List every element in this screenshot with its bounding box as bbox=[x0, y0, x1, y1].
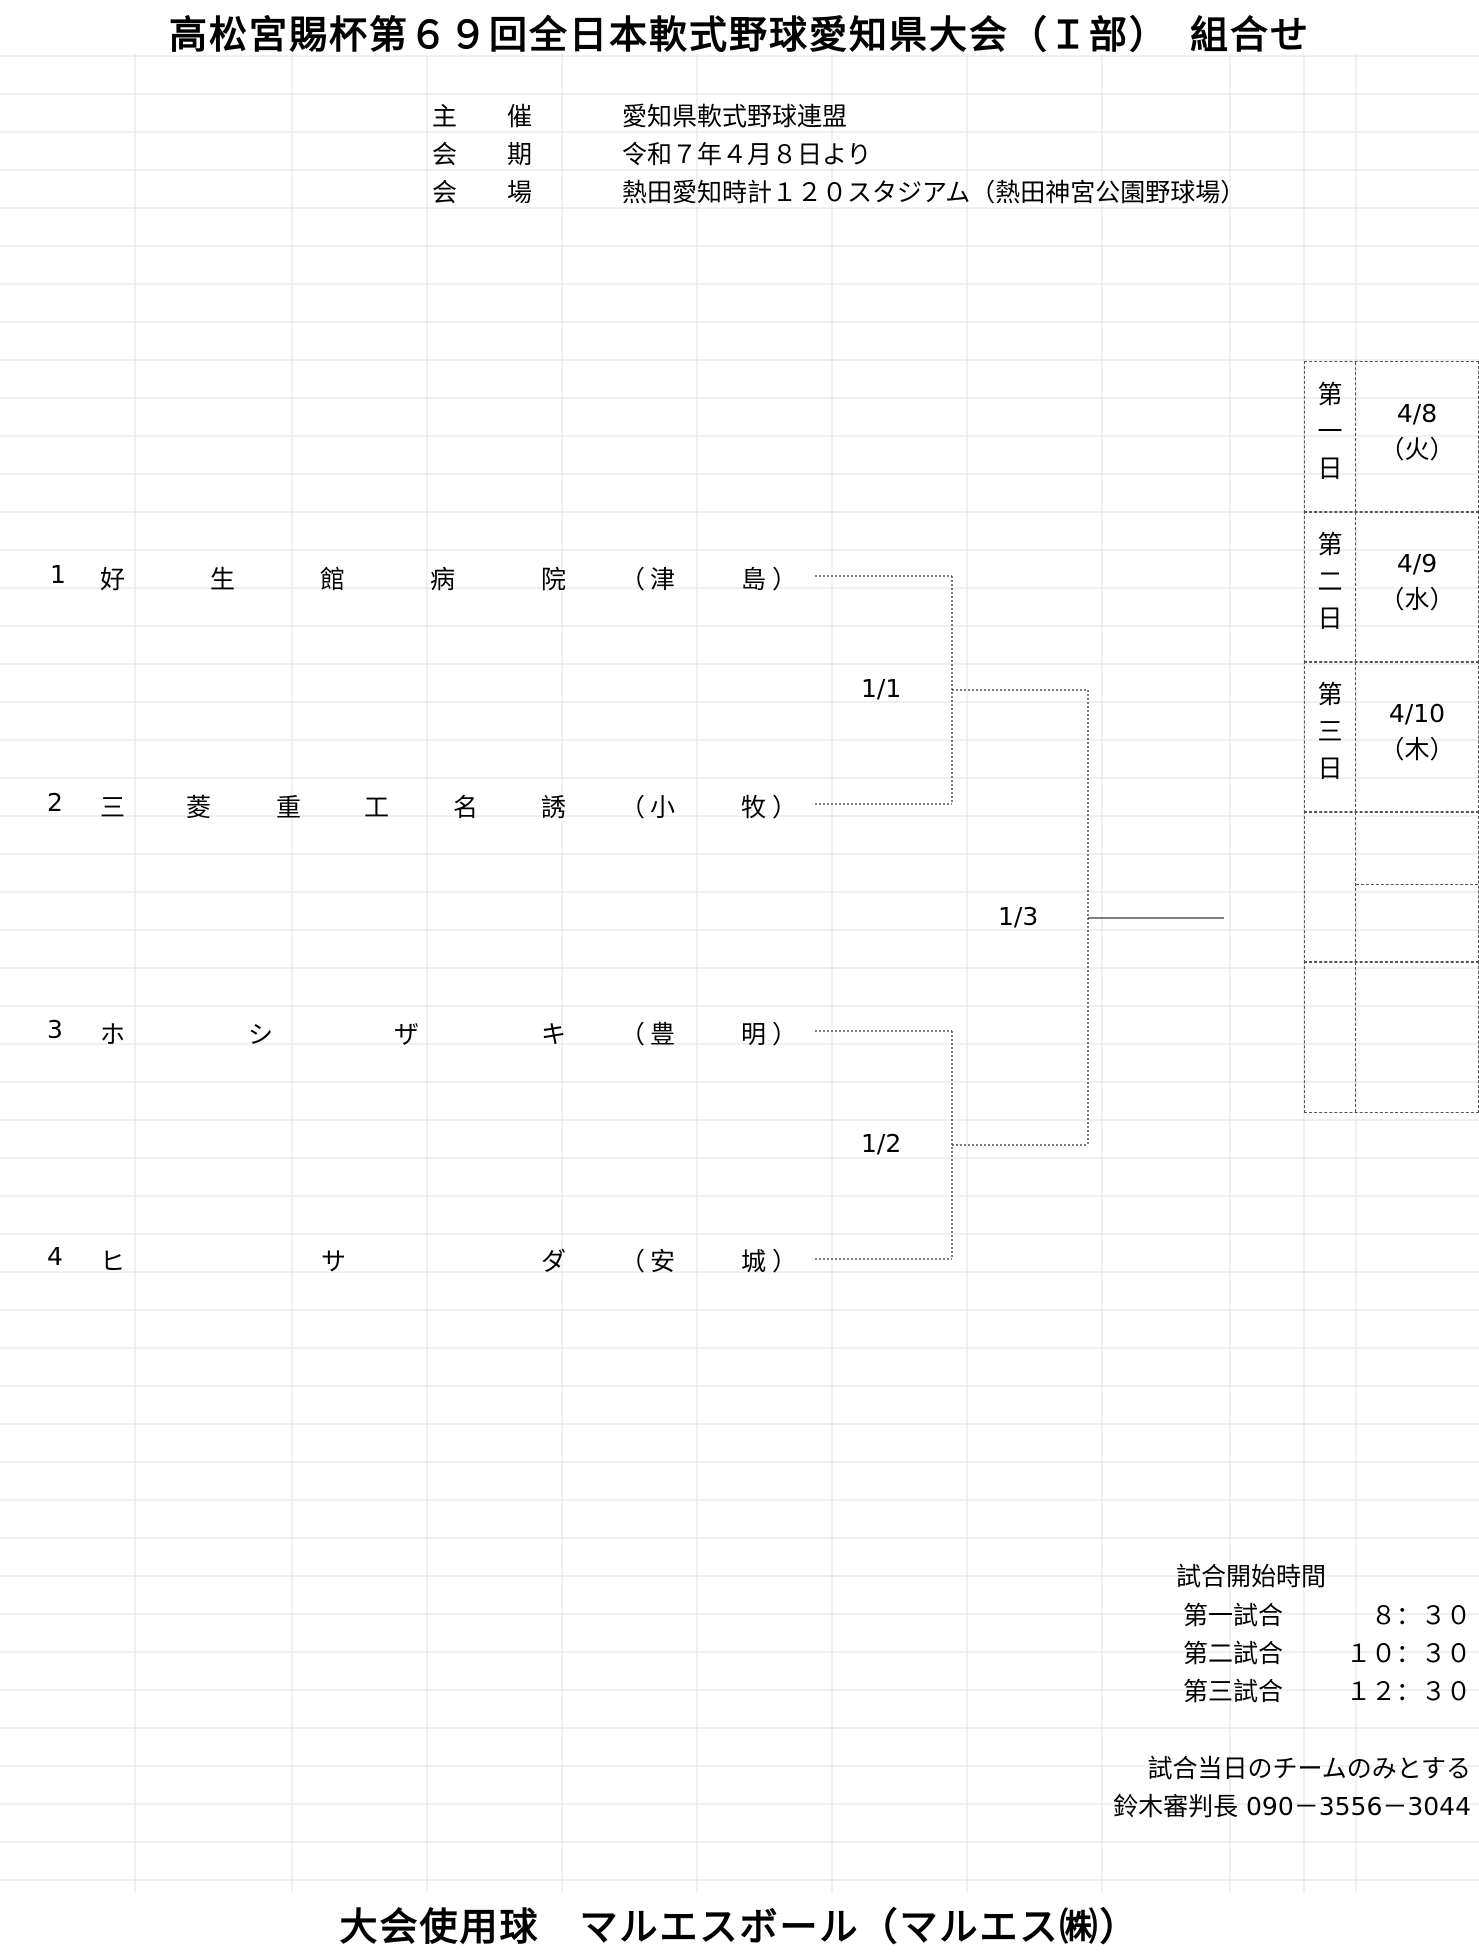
team-2-city: ） bbox=[772, 793, 798, 822]
note-team-requirement: 試合当日のチームのみとする bbox=[1147, 1754, 1471, 1783]
start-times-heading: 試合開始時間 bbox=[1176, 1562, 1327, 1591]
info-label-venue: 会 場 bbox=[432, 178, 533, 207]
team-2-char: 重 bbox=[276, 793, 302, 822]
team-3-char: キ bbox=[541, 1020, 567, 1049]
team-2-city: 牧 bbox=[741, 793, 767, 822]
info-value-period: 令和７年４月８日より bbox=[622, 140, 872, 169]
team-3-char: シ bbox=[248, 1020, 274, 1049]
team-2-city: （ bbox=[620, 793, 646, 822]
schedule-empty-box bbox=[1304, 961, 1479, 1113]
team-1-city: ） bbox=[772, 565, 798, 594]
team-3-city: （ bbox=[620, 1020, 646, 1049]
start-time-value: １０：３０ bbox=[1345, 1639, 1471, 1668]
team-1-char: 病 bbox=[430, 565, 456, 594]
info-value-organizer: 愛知県軟式野球連盟 bbox=[622, 102, 848, 131]
match-label: 1/3 bbox=[998, 902, 1039, 931]
schedule-weekday: （水） bbox=[1379, 585, 1455, 614]
footer-ball-sponsor: 大会使用球 マルエスボール（マルエス㈱） bbox=[339, 1905, 1140, 1949]
team-4-char: サ bbox=[321, 1247, 347, 1276]
schedule-day-char: 第 bbox=[1317, 380, 1343, 409]
info-value-venue: 熱田愛知時計１２０スタジアム（熱田神宮公園野球場） bbox=[622, 178, 1246, 207]
schedule-day-char: 日 bbox=[1317, 454, 1343, 483]
team-1-char: 館 bbox=[320, 565, 346, 594]
team-1-city: （ bbox=[620, 565, 646, 594]
team-4-city: 安 bbox=[650, 1247, 676, 1276]
start-time-label: 第二試合 bbox=[1183, 1639, 1284, 1668]
match-label: 1/1 bbox=[861, 674, 902, 703]
schedule-day-3: 第 三 日 4/10 （木） bbox=[1304, 661, 1479, 813]
note-referee-contact: 鈴木審判長 090－3556－3044 bbox=[1113, 1792, 1471, 1821]
schedule-day-char: 日 bbox=[1317, 604, 1343, 633]
schedule-date: 4/10 bbox=[1388, 699, 1446, 728]
team-1-city: 島 bbox=[741, 565, 767, 594]
schedule-day-char: 第 bbox=[1317, 530, 1343, 559]
team-3-city: ） bbox=[772, 1020, 798, 1049]
team-2-char: 名 bbox=[453, 793, 479, 822]
start-time-label: 第三試合 bbox=[1183, 1677, 1284, 1706]
team-2-char: 工 bbox=[364, 793, 390, 822]
team-2-char: 誘 bbox=[541, 793, 567, 822]
schedule-day-2: 第 二 日 4/9 （水） bbox=[1304, 511, 1479, 663]
schedule-day-char: 日 bbox=[1317, 754, 1343, 783]
team-3-char: ザ bbox=[394, 1020, 420, 1049]
team-seed-1: 1 bbox=[50, 560, 66, 589]
team-4-city: （ bbox=[620, 1247, 646, 1276]
schedule-day-char: 三 bbox=[1317, 717, 1343, 746]
team-4-char: ダ bbox=[541, 1247, 567, 1276]
schedule-date: 4/9 bbox=[1396, 549, 1438, 578]
team-3-city: 豊 bbox=[650, 1020, 676, 1049]
team-4-city: 城 bbox=[741, 1247, 767, 1276]
schedule-empty-box bbox=[1304, 811, 1479, 963]
team-2-char: 菱 bbox=[186, 793, 212, 822]
team-seed-3: 3 bbox=[47, 1015, 63, 1044]
start-time-value: １２：３０ bbox=[1345, 1677, 1471, 1706]
team-1-char: 院 bbox=[541, 565, 567, 594]
team-3-char: ホ bbox=[100, 1020, 126, 1049]
start-time-label: 第一試合 bbox=[1183, 1601, 1284, 1630]
team-1-char: 好 bbox=[100, 565, 126, 594]
schedule-weekday: （火） bbox=[1379, 435, 1455, 464]
team-4-city: ） bbox=[772, 1247, 798, 1276]
team-seed-2: 2 bbox=[47, 788, 63, 817]
start-time-value: ８：３０ bbox=[1370, 1601, 1471, 1630]
team-4-char: ヒ bbox=[100, 1247, 126, 1276]
team-1-city: 津 bbox=[650, 565, 676, 594]
schedule-day-char: 二 bbox=[1317, 567, 1343, 596]
info-label-organizer: 主 催 bbox=[432, 102, 533, 131]
schedule-day-char: 第 bbox=[1317, 680, 1343, 709]
team-2-city: 小 bbox=[650, 793, 676, 822]
schedule-date: 4/8 bbox=[1396, 399, 1438, 428]
team-2-char: 三 bbox=[100, 793, 126, 822]
match-label: 1/2 bbox=[861, 1129, 902, 1158]
schedule-day-char: 一 bbox=[1317, 417, 1343, 446]
team-3-city: 明 bbox=[741, 1020, 767, 1049]
schedule-weekday: （木） bbox=[1379, 735, 1455, 764]
info-label-period: 会 期 bbox=[432, 140, 533, 169]
page-title: 高松宮賜杯第６９回全日本軟式野球愛知県大会（Ｉ部） 組合せ bbox=[168, 13, 1310, 57]
schedule-day-1: 第 一 日 4/8 （火） bbox=[1304, 361, 1479, 513]
team-1-char: 生 bbox=[210, 565, 236, 594]
team-seed-4: 4 bbox=[47, 1242, 63, 1271]
